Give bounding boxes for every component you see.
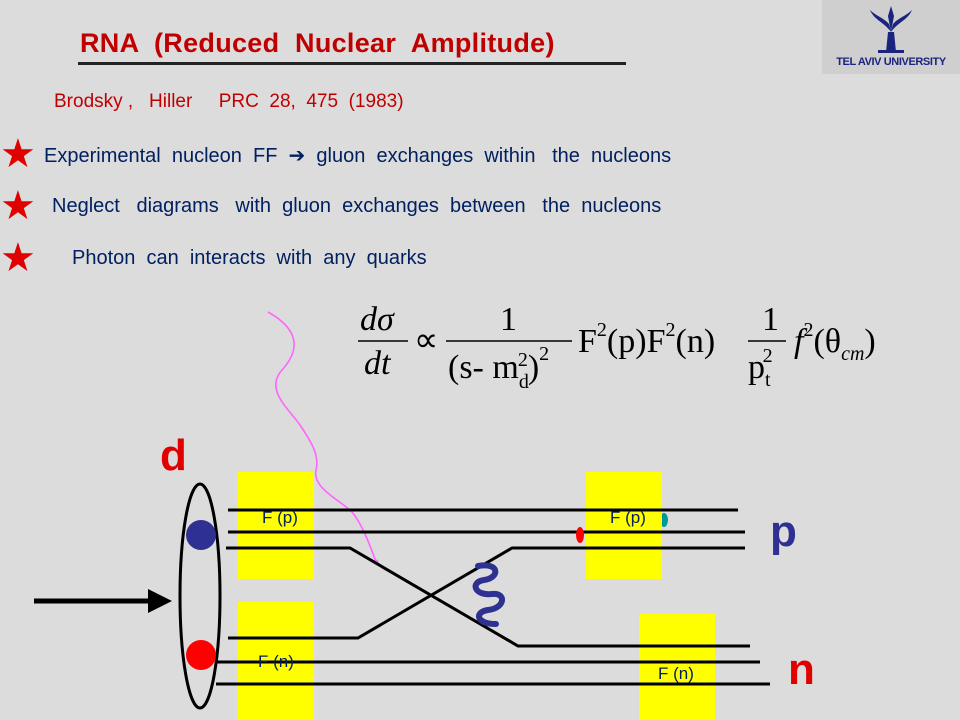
neutron-blob: [186, 640, 216, 670]
fraction1-denominator: (s- md2)2: [448, 343, 549, 393]
bullet-text: Photon can interacts with any quarks: [72, 247, 427, 269]
deuteron-ellipse: [178, 482, 222, 710]
form-factor-box: [639, 614, 715, 720]
quark-color-mark: [576, 527, 584, 543]
proton-label: p: [770, 507, 797, 556]
fraction2-denominator: pt2: [748, 345, 773, 391]
form-factor-label: F (p): [262, 508, 298, 527]
university-logo: TEL AVIV UNIVERSITY: [822, 0, 960, 74]
star-icon: ★: [0, 236, 36, 280]
formula-lhs-denominator: dt: [364, 345, 392, 382]
photon-line: [267, 311, 377, 563]
deuteron-label: d: [160, 431, 187, 480]
university-emblem-icon: [870, 6, 912, 53]
proton-blob: [186, 520, 216, 550]
quark-color-mark: [660, 513, 668, 527]
formula-lhs-numerator: dσ: [360, 301, 395, 338]
form-factor-terms: F2(p)F2(n): [578, 319, 715, 360]
proportional-symbol: ∝: [414, 322, 438, 359]
fraction1-numerator: 1: [500, 301, 517, 338]
fraction2-numerator: 1: [762, 301, 779, 338]
star-icon: ★: [0, 184, 36, 228]
bullet-text: Experimental nucleon FF ➔ gluon exchange…: [44, 145, 672, 167]
form-factor-label: F (n): [258, 652, 294, 671]
bullet-text: Neglect diagrams with gluon exchanges be…: [52, 195, 662, 217]
gluon-line: [472, 562, 505, 627]
university-name: TEL AVIV UNIVERSITY: [836, 56, 946, 68]
form-factor-box: [238, 472, 314, 579]
incoming-arrow-head: [148, 589, 172, 613]
form-factor-label: F (p): [610, 508, 646, 527]
title-underline: [78, 62, 626, 65]
slide-title: RNA (Reduced Nuclear Amplitude): [80, 28, 555, 58]
reference-citation: Brodsky , Hiller PRC 28, 475 (1983): [54, 91, 404, 112]
form-factor-box: [586, 472, 662, 579]
neutron-label: n: [788, 645, 815, 694]
star-icon: ★: [0, 132, 36, 176]
form-factor-label: F (n): [658, 664, 694, 683]
